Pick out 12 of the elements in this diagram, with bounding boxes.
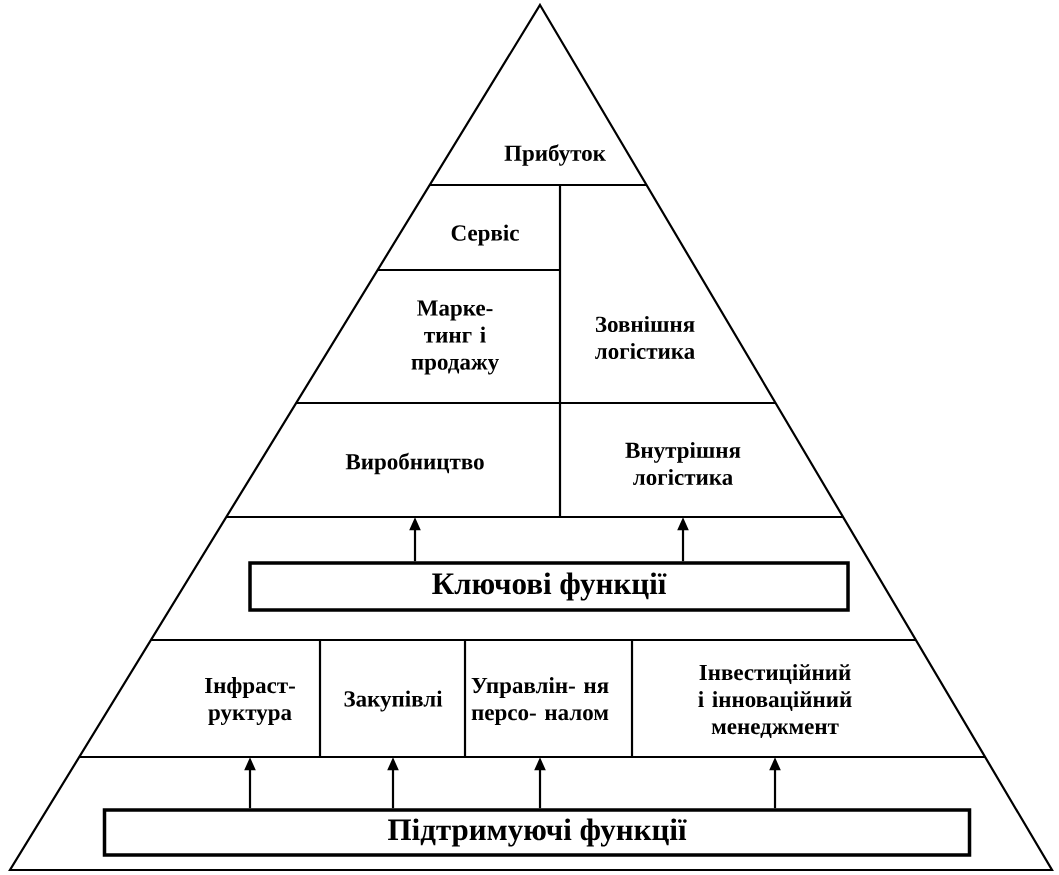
section-label: Закупівлі (344, 690, 443, 712)
section-label: Виробництво (345, 452, 484, 475)
function-box: Підтримуючі функції (102, 808, 972, 857)
section-label: Марке- тинг і продажу (411, 300, 499, 375)
section-label: Управлін- ня персо- налом (471, 677, 609, 725)
section-label: Внутрішня логістика (625, 441, 741, 486)
section-label: Сервіс (451, 224, 519, 246)
section-label: Зовнішня логістика (595, 315, 695, 360)
section-label: Інфраст- руктура (205, 677, 295, 725)
section-label: Інвестиційний і інноваційний менеджмент (698, 664, 852, 738)
section-label: Прибуток (504, 144, 606, 166)
function-box: Ключові функції (248, 561, 850, 612)
